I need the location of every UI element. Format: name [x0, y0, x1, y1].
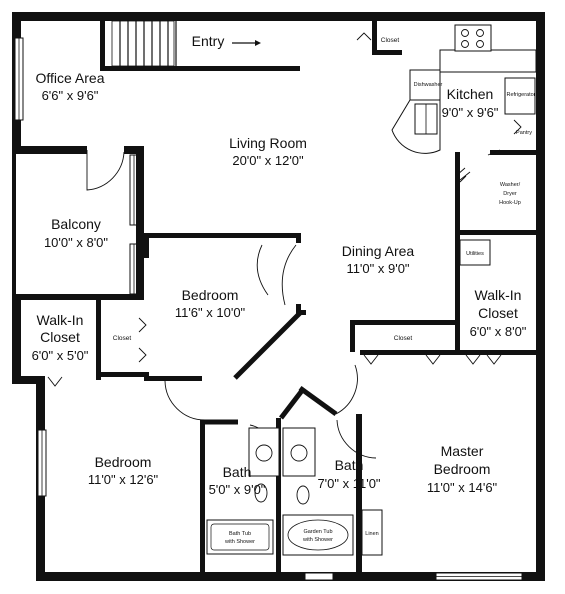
living-dim: 20'0" x 12'0"	[232, 153, 304, 168]
bath2-vanity	[282, 427, 316, 477]
wall-left-closet	[12, 296, 21, 384]
linen-label: Linen	[365, 531, 378, 537]
walkin-right-name1: Walk-In	[475, 287, 522, 303]
gardentub-label-2: with Shower	[302, 537, 333, 543]
door-bedroom2-right	[281, 244, 297, 306]
door-washer	[459, 171, 471, 181]
bifold-1	[363, 354, 379, 365]
bath2-name: Bath	[335, 457, 364, 473]
bifold-5	[47, 376, 63, 387]
dishwasher-box	[409, 69, 441, 101]
range	[454, 24, 492, 52]
master-name2: Bedroom	[434, 461, 491, 477]
door-bedroom1	[164, 380, 206, 421]
master-dim: 11'0" x 14'6"	[427, 480, 498, 495]
kitchen-name: Kitchen	[447, 86, 494, 102]
walkin-right-name2: Closet	[478, 305, 518, 321]
utilities-label: Utilities	[466, 251, 484, 257]
washer-label-2: Dryer	[503, 191, 517, 197]
entry-label: Entry	[192, 33, 225, 49]
wall-top	[12, 12, 545, 21]
bath2-sink-icon	[290, 444, 308, 462]
bath1-toilet-icon	[254, 483, 268, 503]
balcony-name: Balcony	[51, 216, 101, 232]
washer-door-mark	[456, 167, 467, 183]
bedroom1-name: Bedroom	[95, 454, 152, 470]
garden-tub	[282, 514, 354, 556]
bifold-7	[138, 347, 147, 363]
room-labels: Entry Office Area 6'6" x 9'6" Living Roo…	[32, 33, 527, 497]
walkin-left-name2: Closet	[40, 329, 80, 345]
closet-entry-label: Closet	[381, 37, 400, 44]
bedroom1-dim: 11'0" x 12'6"	[88, 472, 159, 487]
bedroom2-dim: 11'6" x 10'0"	[175, 305, 246, 320]
burner-icon	[461, 40, 469, 48]
bifold-6	[138, 317, 147, 333]
windows	[14, 37, 523, 581]
bath1-sink-icon	[255, 444, 273, 462]
dining-dim: 11'0" x 9'0"	[346, 261, 409, 276]
dishwasher-label: Dishwasher	[414, 82, 443, 88]
dining-name: Dining Area	[342, 243, 415, 259]
office-dim: 6'6" x 9'6"	[42, 88, 99, 103]
burner-icon	[461, 29, 469, 37]
bath1-vanity	[248, 427, 280, 477]
walkin-left-name1: Walk-In	[37, 312, 84, 328]
wall-closet-step	[12, 376, 45, 384]
walkin-left-dim: 6'0" x 5'0"	[32, 348, 89, 363]
gardentub-label-1: Garden Tub	[303, 529, 332, 535]
wall-left-balcony	[12, 150, 16, 300]
bath1-name: Bath	[223, 464, 252, 480]
fixture-labels: Closet Closet Closet Dishwasher Refriger…	[113, 37, 536, 545]
bifold-4	[486, 354, 502, 365]
pantry-label: Pantry	[516, 130, 532, 136]
kitchen-dim: 9'0" x 9'6"	[442, 105, 499, 120]
bathtub-label-2: with Shower	[224, 539, 255, 545]
interior-walls	[12, 20, 540, 572]
bedroom2-name: Bedroom	[182, 287, 239, 303]
entry-arrowhead	[255, 40, 261, 46]
bifold-8	[356, 32, 372, 41]
office-name: Office Area	[35, 70, 104, 86]
bifold-2	[425, 354, 441, 365]
master-name1: Master	[441, 443, 484, 459]
bathtub-label-1: Bath Tub	[229, 531, 251, 537]
walkin-right-dim: 6'0" x 8'0"	[470, 324, 527, 339]
bath2-dim: 7'0" x 11'0"	[317, 476, 380, 491]
burner-icon	[476, 29, 484, 37]
bath-fixtures	[206, 427, 383, 556]
door-bedroom2-left	[256, 244, 269, 296]
bath-tub	[206, 519, 274, 555]
closet-hall-label: Closet	[394, 335, 413, 342]
door-master	[335, 364, 358, 415]
utilities-box	[459, 239, 491, 266]
kitchen-fixtures	[391, 24, 537, 154]
balcony-dim: 10'0" x 8'0"	[44, 235, 108, 250]
bath1-dim: 5'0" x 9'0"	[209, 482, 266, 497]
pantry-door-mark	[513, 119, 522, 135]
door-pantry	[487, 149, 501, 156]
living-name: Living Room	[229, 135, 307, 151]
window-bath	[304, 572, 334, 581]
bifold-3	[465, 354, 481, 365]
washer-label-3: Hook-Up	[499, 200, 521, 206]
stairs	[111, 20, 261, 67]
door-balcony	[86, 150, 125, 191]
washer-label-1: Washer/	[500, 182, 521, 188]
closet-bedroom-label: Closet	[113, 335, 132, 342]
wall-bottom	[36, 572, 545, 581]
bath2-toilet-icon	[296, 485, 310, 505]
refrigerator-label: Refrigerator	[506, 92, 535, 98]
door-bath2	[336, 419, 377, 459]
linen-closet	[361, 509, 383, 556]
wall-right	[536, 12, 545, 581]
burner-icon	[476, 40, 484, 48]
refrigerator-box	[504, 77, 536, 115]
kitchen-counter-top	[439, 49, 537, 73]
